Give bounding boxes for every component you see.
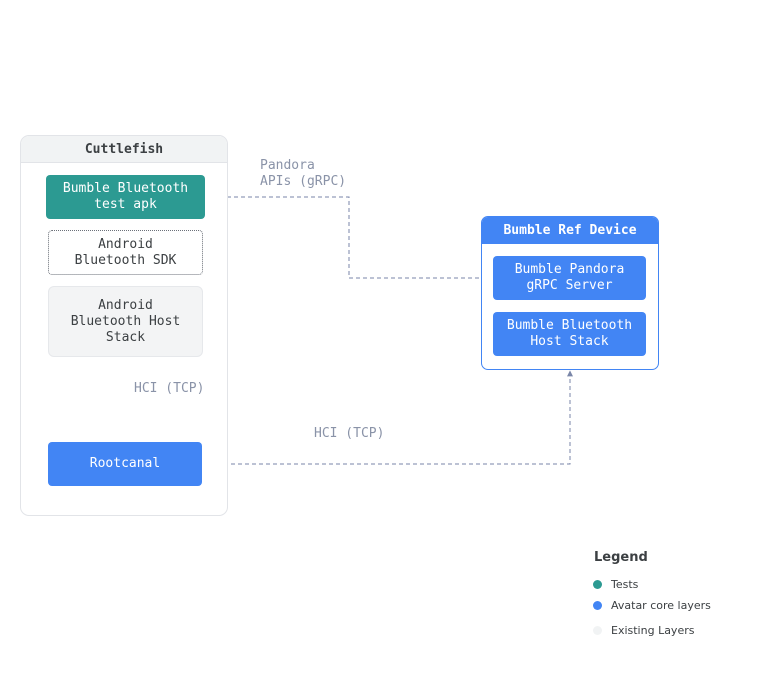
legend-item-avatar-core: Avatar core layers [593,599,711,612]
pandora-apis-connector [205,194,493,281]
legend-label-existing: Existing Layers [611,624,695,637]
bumble-test-apk-box: Bumble Bluetooth test apk [46,175,205,219]
legend-label-tests: Tests [611,578,639,591]
legend-title: Legend [594,550,648,565]
bumble-pandora-server-box: Bumble Pandora gRPC Server [493,256,646,300]
hci-external-label: HCI (TCP) [314,426,385,441]
legend-dot-tests [593,580,602,589]
legend-dot-avatar-core [593,601,602,610]
android-host-stack-box: Android Bluetooth Host Stack [48,286,203,357]
hci-external-connector [202,370,573,467]
legend-item-tests: Tests [593,578,638,591]
bumble-host-stack-box: Bumble Bluetooth Host Stack [493,312,646,356]
hci-internal-label: HCI (TCP) [134,381,205,396]
rootcanal-box: Rootcanal [48,442,202,486]
legend-item-existing: Existing Layers [593,624,694,637]
legend-dot-existing [593,626,602,635]
legend-label-avatar-core: Avatar core layers [611,599,711,612]
pandora-apis-label: Pandora APIs (gRPC) [260,158,347,189]
cuttlefish-title: Cuttlefish [21,136,227,163]
bumble-ref-device-title: Bumble Ref Device [482,217,658,244]
android-bluetooth-sdk-box: Android Bluetooth SDK [48,230,203,275]
